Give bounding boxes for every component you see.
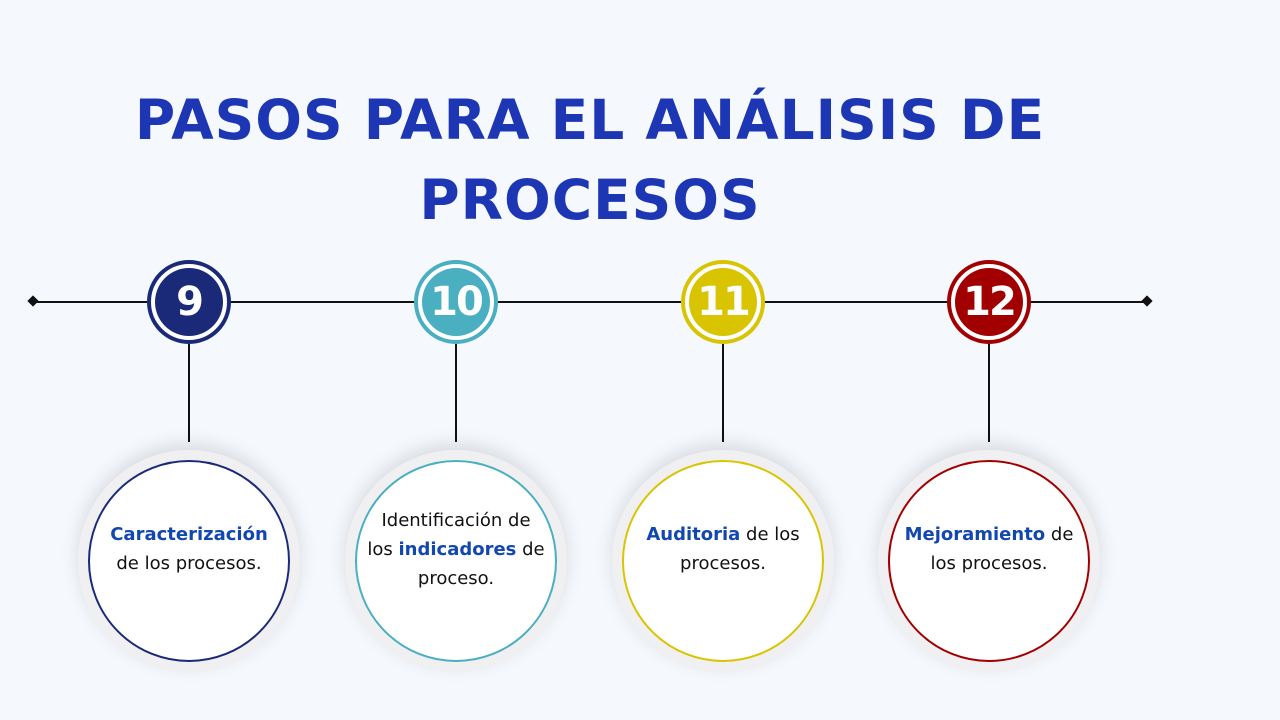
step-description: Mejoramiento de los procesos. xyxy=(900,520,1078,578)
title-line-1: PASOS PARA EL ANÁLISIS DE xyxy=(134,88,1046,152)
step-number: 11 xyxy=(689,268,757,336)
step-text-post: de los procesos. xyxy=(116,553,262,574)
step-card-circle: Mejoramiento de los procesos. xyxy=(888,460,1090,662)
title-line-2: PROCESOS xyxy=(419,168,761,232)
step-number: 10 xyxy=(422,268,490,336)
step-number-badge: 12 xyxy=(947,260,1031,344)
step-highlight: indicadores xyxy=(398,538,517,560)
step-text-post: de los procesos. xyxy=(680,524,800,574)
step-card: Identificación de los indicadores de pro… xyxy=(345,450,567,672)
step-text-post: de proceso. xyxy=(417,538,545,589)
step-connector xyxy=(988,344,990,442)
step-card-circle: Caracterización de los procesos. xyxy=(88,460,290,662)
step-description: Caracterización de los procesos. xyxy=(100,520,278,578)
step-description: Identificación de los indicadores de pro… xyxy=(367,506,545,593)
step-text-post: de los procesos. xyxy=(930,524,1074,574)
timeline-start-diamond-icon xyxy=(27,295,39,307)
page-title: PASOS PARA EL ANÁLISIS DE PROCESOS xyxy=(90,80,1090,240)
step-description: Auditoria de los procesos. xyxy=(634,520,812,578)
step-number-badge: 10 xyxy=(414,260,498,344)
step-card: Caracterización de los procesos. xyxy=(78,450,300,672)
step-connector xyxy=(722,344,724,442)
step-connector xyxy=(188,344,190,442)
step-number-badge: 9 xyxy=(147,260,231,344)
step-highlight: Mejoramiento xyxy=(904,524,1046,545)
timeline-end-diamond-icon xyxy=(1141,295,1153,307)
step-highlight: Caracterización xyxy=(110,524,268,545)
step-text-pre: Identificación de los xyxy=(367,509,531,560)
step-card-circle: Identificación de los indicadores de pro… xyxy=(355,460,557,662)
step-number-badge: 11 xyxy=(681,260,765,344)
step-number: 12 xyxy=(955,268,1023,336)
step-highlight: Auditoria xyxy=(646,524,741,545)
step-number: 9 xyxy=(155,268,223,336)
step-card-circle: Auditoria de los procesos. xyxy=(622,460,824,662)
step-card: Auditoria de los procesos. xyxy=(612,450,834,672)
step-connector xyxy=(455,344,457,442)
timeline-line xyxy=(33,301,1147,303)
step-card: Mejoramiento de los procesos. xyxy=(878,450,1100,672)
